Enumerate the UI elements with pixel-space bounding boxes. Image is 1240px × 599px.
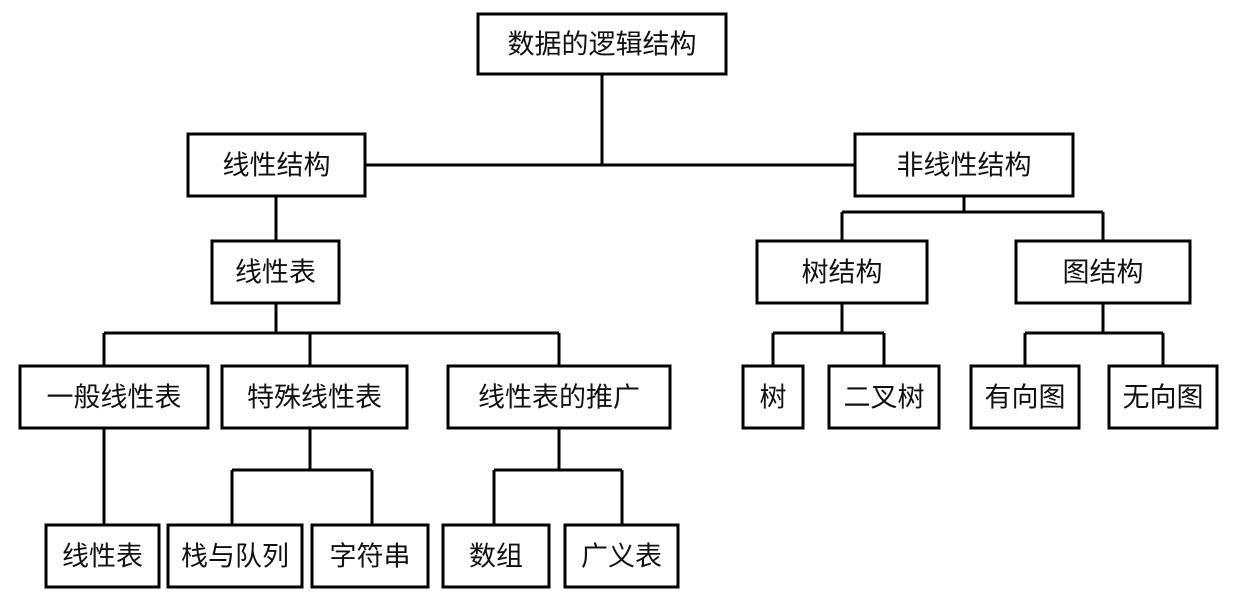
node-label-stack-queue: 栈与队列 bbox=[181, 542, 289, 573]
node-box-root bbox=[476, 12, 728, 76]
node-box-special-list bbox=[220, 364, 409, 430]
node-tree-struct[interactable]: 树结构 bbox=[755, 239, 929, 305]
node-string[interactable]: 字符串 bbox=[310, 523, 430, 589]
node-label-string: 字符串 bbox=[330, 542, 411, 573]
node-undirected[interactable]: 无向图 bbox=[1107, 364, 1219, 430]
node-label-nonlinear: 非线性结构 bbox=[897, 151, 1032, 182]
node-stack-queue[interactable]: 栈与队列 bbox=[166, 523, 304, 589]
node-box-directed bbox=[969, 364, 1081, 430]
node-label-graph-struct: 图结构 bbox=[1063, 258, 1144, 289]
connector-lines bbox=[102, 74, 1165, 525]
node-tree[interactable]: 树 bbox=[741, 364, 805, 430]
node-binary-tree[interactable]: 二叉树 bbox=[827, 364, 941, 430]
node-box-undirected bbox=[1107, 364, 1219, 430]
node-box-general-table bbox=[563, 523, 680, 589]
node-label-linear-list: 线性表 bbox=[235, 258, 316, 289]
node-label-array: 数组 bbox=[469, 542, 523, 573]
node-box-graph-struct bbox=[1014, 239, 1192, 305]
node-linear-list[interactable]: 线性表 bbox=[210, 239, 341, 305]
node-label-general-table: 广义表 bbox=[581, 542, 662, 573]
node-box-extended-list bbox=[446, 364, 672, 430]
node-extended-list[interactable]: 线性表的推广 bbox=[446, 364, 672, 430]
node-special-list[interactable]: 特殊线性表 bbox=[220, 364, 409, 430]
node-box-binary-tree bbox=[827, 364, 941, 430]
node-nonlinear[interactable]: 非线性结构 bbox=[853, 132, 1075, 198]
node-label-tree-struct: 树结构 bbox=[802, 258, 883, 289]
node-label-undirected: 无向图 bbox=[1123, 383, 1204, 414]
node-box-linear bbox=[186, 132, 367, 198]
node-label-extended-list: 线性表的推广 bbox=[478, 383, 640, 414]
node-general-list[interactable]: 一般线性表 bbox=[18, 364, 210, 430]
node-box-stack-queue bbox=[166, 523, 304, 589]
node-label-linear: 线性结构 bbox=[223, 151, 331, 182]
node-box-tree-struct bbox=[755, 239, 929, 305]
node-directed[interactable]: 有向图 bbox=[969, 364, 1081, 430]
node-label-root: 数据的逻辑结构 bbox=[508, 30, 697, 61]
node-box-string bbox=[310, 523, 430, 589]
node-box-nonlinear bbox=[853, 132, 1075, 198]
node-array[interactable]: 数组 bbox=[441, 523, 551, 589]
node-label-general-list: 一般线性表 bbox=[47, 383, 182, 414]
node-label-binary-tree: 二叉树 bbox=[844, 383, 925, 414]
node-box-tree bbox=[741, 364, 805, 430]
node-linear-list-2[interactable]: 线性表 bbox=[44, 523, 161, 589]
node-box-linear-list bbox=[210, 239, 341, 305]
node-label-directed: 有向图 bbox=[985, 383, 1066, 414]
node-box-linear-list-2 bbox=[44, 523, 161, 589]
node-box-general-list bbox=[18, 364, 210, 430]
node-label-special-list: 特殊线性表 bbox=[247, 383, 382, 414]
node-general-table[interactable]: 广义表 bbox=[563, 523, 680, 589]
node-label-tree: 树 bbox=[760, 383, 787, 414]
node-graph-struct[interactable]: 图结构 bbox=[1014, 239, 1192, 305]
node-root[interactable]: 数据的逻辑结构 bbox=[476, 12, 728, 76]
node-box-array bbox=[441, 523, 551, 589]
node-label-linear-list-2: 线性表 bbox=[62, 542, 143, 573]
node-linear[interactable]: 线性结构 bbox=[186, 132, 367, 198]
